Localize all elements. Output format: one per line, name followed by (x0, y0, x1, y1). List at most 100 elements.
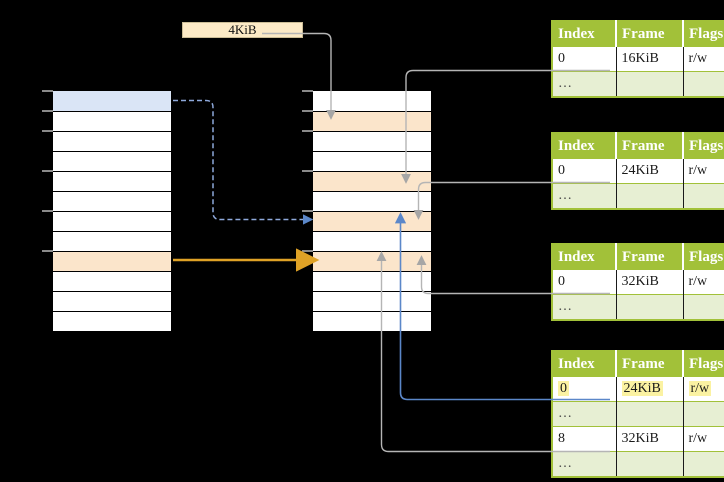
table-row: … (552, 451, 724, 477)
tick-mark (302, 110, 313, 112)
tick-mark (302, 250, 313, 252)
memory-row (313, 311, 431, 331)
page-size-label: 4KiB (228, 22, 257, 37)
column-header: Index (552, 133, 617, 159)
column-header: Frame (616, 21, 684, 47)
table-row: 0 24KiB r/w (552, 376, 724, 402)
table-row: … (552, 71, 724, 97)
table-cell: … (552, 71, 617, 97)
table-cell (683, 451, 724, 477)
table-cell (683, 294, 724, 320)
table-cell (683, 183, 724, 209)
column-header: Flags (683, 133, 724, 159)
table-cell: … (552, 183, 617, 209)
virtual-memory-column (42, 90, 172, 331)
memory-row (313, 211, 431, 231)
memory-row (313, 291, 431, 311)
table-cell: 32KiB (616, 426, 684, 452)
table-cell: 0 (552, 158, 617, 184)
memory-row (313, 191, 431, 211)
memory-row (313, 131, 431, 151)
memory-row (313, 171, 431, 191)
table-row: … (552, 294, 724, 320)
highlighted-value: 0 (558, 381, 569, 396)
column-header: Index (552, 21, 617, 47)
column-header: Flags (683, 21, 724, 47)
table-row: … (552, 183, 724, 209)
arrow-virtual0-to-frame6-dashed (173, 99, 314, 225)
table-cell (616, 401, 684, 427)
table-cell: 8 (552, 426, 617, 452)
tick-mark (42, 210, 53, 212)
table-cell: 0 (552, 46, 617, 72)
table-cell: … (552, 401, 617, 427)
memory-row (53, 171, 171, 191)
memory-row (313, 251, 431, 271)
column-header: Frame (616, 244, 684, 270)
table-cell (683, 401, 724, 427)
table-cell: 0 (552, 269, 617, 295)
page-size-box: 4KiB (182, 22, 303, 38)
physical-memory-column (302, 90, 432, 331)
memory-row (53, 191, 171, 211)
table-cell (616, 294, 684, 320)
table-cell: … (552, 294, 617, 320)
column-header: Index (552, 244, 617, 270)
tick-mark (302, 90, 313, 92)
tick-mark (302, 130, 313, 132)
table-cell: r/w (683, 376, 724, 402)
table-cell: … (552, 451, 617, 477)
memory-row (53, 231, 171, 251)
column-header: Flags (683, 351, 724, 377)
table-cell (616, 451, 684, 477)
tick-mark (302, 170, 313, 172)
table-cell: r/w (683, 46, 724, 72)
tick-mark (42, 250, 53, 252)
memory-row (53, 311, 171, 331)
table-row: … (552, 401, 724, 427)
memory-row (53, 211, 171, 231)
table-cell: 24KiB (616, 158, 684, 184)
table-cell: 24KiB (616, 376, 684, 402)
memory-row (313, 151, 431, 171)
tick-mark (42, 90, 53, 92)
column-header: Frame (616, 133, 684, 159)
memory-row (53, 131, 171, 151)
tick-mark (42, 130, 53, 132)
highlighted-value: r/w (688, 381, 712, 396)
memory-row (53, 251, 171, 271)
table-cell: 16KiB (616, 46, 684, 72)
table-cell (616, 71, 684, 97)
column-header: Frame (616, 351, 684, 377)
tick-mark (42, 110, 53, 112)
table-cell: 32KiB (616, 269, 684, 295)
memory-row (53, 291, 171, 311)
memory-row (53, 151, 171, 171)
tick-mark (42, 170, 53, 172)
column-header: Flags (683, 244, 724, 270)
table-cell: r/w (683, 426, 724, 452)
table-cell (616, 183, 684, 209)
column-header: Index (552, 351, 617, 377)
memory-row (313, 111, 431, 131)
table-cell: r/w (683, 269, 724, 295)
table-cell: 0 (552, 376, 617, 402)
memory-row (53, 111, 171, 131)
memory-row (53, 91, 171, 111)
